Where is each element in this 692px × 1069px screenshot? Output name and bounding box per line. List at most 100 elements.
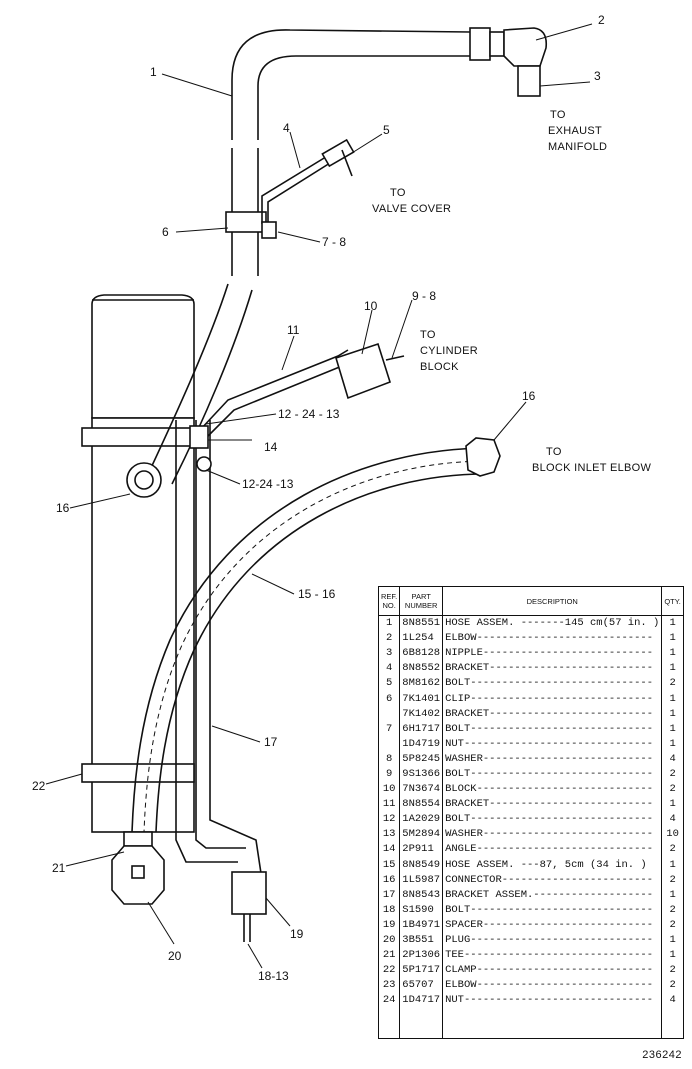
cell-ref: 7 [377,721,401,737]
cell-qty: 2 [661,872,684,888]
cell-part: 65707 [399,978,444,994]
callout-17: 17 [264,735,278,749]
cell-part: 5P8245 [399,751,444,767]
cell-desc: BRACKET-------------------------- [442,797,663,813]
cell-part: 5M2894 [399,827,444,843]
cell-part: 6H1717 [399,721,444,737]
cell-desc: CLIP----------------------------- [442,691,663,707]
cell-desc: BOLT----------------------------- [442,721,663,737]
cell-desc: PLUG----------------------------- [442,932,663,949]
cell-desc: BRACKET-------------------------- [442,706,663,722]
cell-ref: 11 [377,797,401,813]
spacer-cell [661,1008,684,1040]
cell-part: 9S1366 [399,766,444,783]
dest-inlet-line2: BLOCK INLET ELBOW [532,462,652,474]
destination-notes: TO EXHAUST MANIFOLD TO VALVE COVER TO CY… [372,109,652,474]
cell-desc: WASHER--------------------------- [442,751,663,767]
cell-qty: 2 [661,963,684,979]
cell-part: 8N8549 [399,857,444,873]
cell-part: 8M8162 [399,676,444,692]
header-ref: REF. NO. [377,586,401,616]
cell-qty: 4 [661,751,684,767]
cell-part: 1L254 [399,631,444,647]
cell-ref: 4 [377,661,401,677]
cell-part: 8N8552 [399,661,444,677]
cell-desc: SPACER--------------------------- [442,917,663,933]
cell-qty: 2 [661,782,684,798]
cell-desc: NUT------------------------------ [442,736,663,752]
bracket-11-block [189,342,405,472]
spacer-cell [377,1008,401,1040]
cell-qty: 4 [661,993,684,1009]
header-qty: QTY. [661,586,684,616]
cell-ref [377,736,401,752]
cell-desc: ELBOW---------------------------- [442,978,663,994]
cell-ref: 15 [377,857,401,873]
cell-ref: 19 [377,917,401,933]
dest-cylinder-line2: CYLINDER [420,345,478,357]
callout-21: 21 [52,861,66,875]
cell-qty: 1 [661,948,684,964]
callout-22: 22 [32,779,46,793]
cell-ref: 5 [377,676,401,692]
cell-qty: 1 [661,646,684,662]
cell-desc: BOLT----------------------------- [442,676,663,692]
tank [81,294,195,833]
tee-plug [111,831,165,905]
cell-ref: 13 [377,827,401,843]
cell-qty: 1 [661,661,684,677]
cell-qty: 10 [661,827,684,843]
cell-qty: 1 [661,706,684,722]
callout-2: 2 [598,13,605,27]
cell-ref: 24 [377,993,401,1009]
cell-qty: 1 [661,857,684,873]
cell-desc: CONNECTOR------------------------ [442,872,663,888]
cell-ref: 14 [377,842,401,858]
cell-ref: 10 [377,782,401,798]
callout-18-13: 18-13 [258,969,289,983]
cell-part: 2P911 [399,842,444,858]
cell-qty: 2 [661,766,684,783]
cell-ref: 21 [377,948,401,964]
cell-part: 7K1401 [399,691,444,707]
elbow-nipple [469,27,548,97]
cell-part: 1A2029 [399,812,444,828]
cell-ref: 9 [377,766,401,783]
cell-part: 8N8554 [399,797,444,813]
cell-qty: 1 [661,932,684,949]
cell-desc: BLOCK---------------------------- [442,782,663,798]
cell-desc: ANGLE---------------------------- [442,842,663,858]
cell-desc: BOLT----------------------------- [442,902,663,918]
leader-lines [45,23,593,969]
callout-5: 5 [383,123,390,137]
cell-qty: 2 [661,978,684,994]
callout-12-24-13-b: 12-24 -13 [242,477,294,491]
cell-ref: 1 [377,615,401,632]
cell-desc: HOSE ASSEM. -------145 cm(57 in. ) [442,615,663,632]
cell-part: 1D4717 [399,993,444,1009]
header-part: PART NUMBER [399,586,444,616]
callout-1: 1 [150,65,157,79]
callout-20: 20 [168,949,182,963]
cell-part: 7N3674 [399,782,444,798]
cell-qty: 2 [661,917,684,933]
cell-ref: 16 [377,872,401,888]
dest-cylinder-line3: BLOCK [420,361,459,373]
callout-7-8: 7 - 8 [322,235,346,249]
callout-3: 3 [594,69,601,83]
